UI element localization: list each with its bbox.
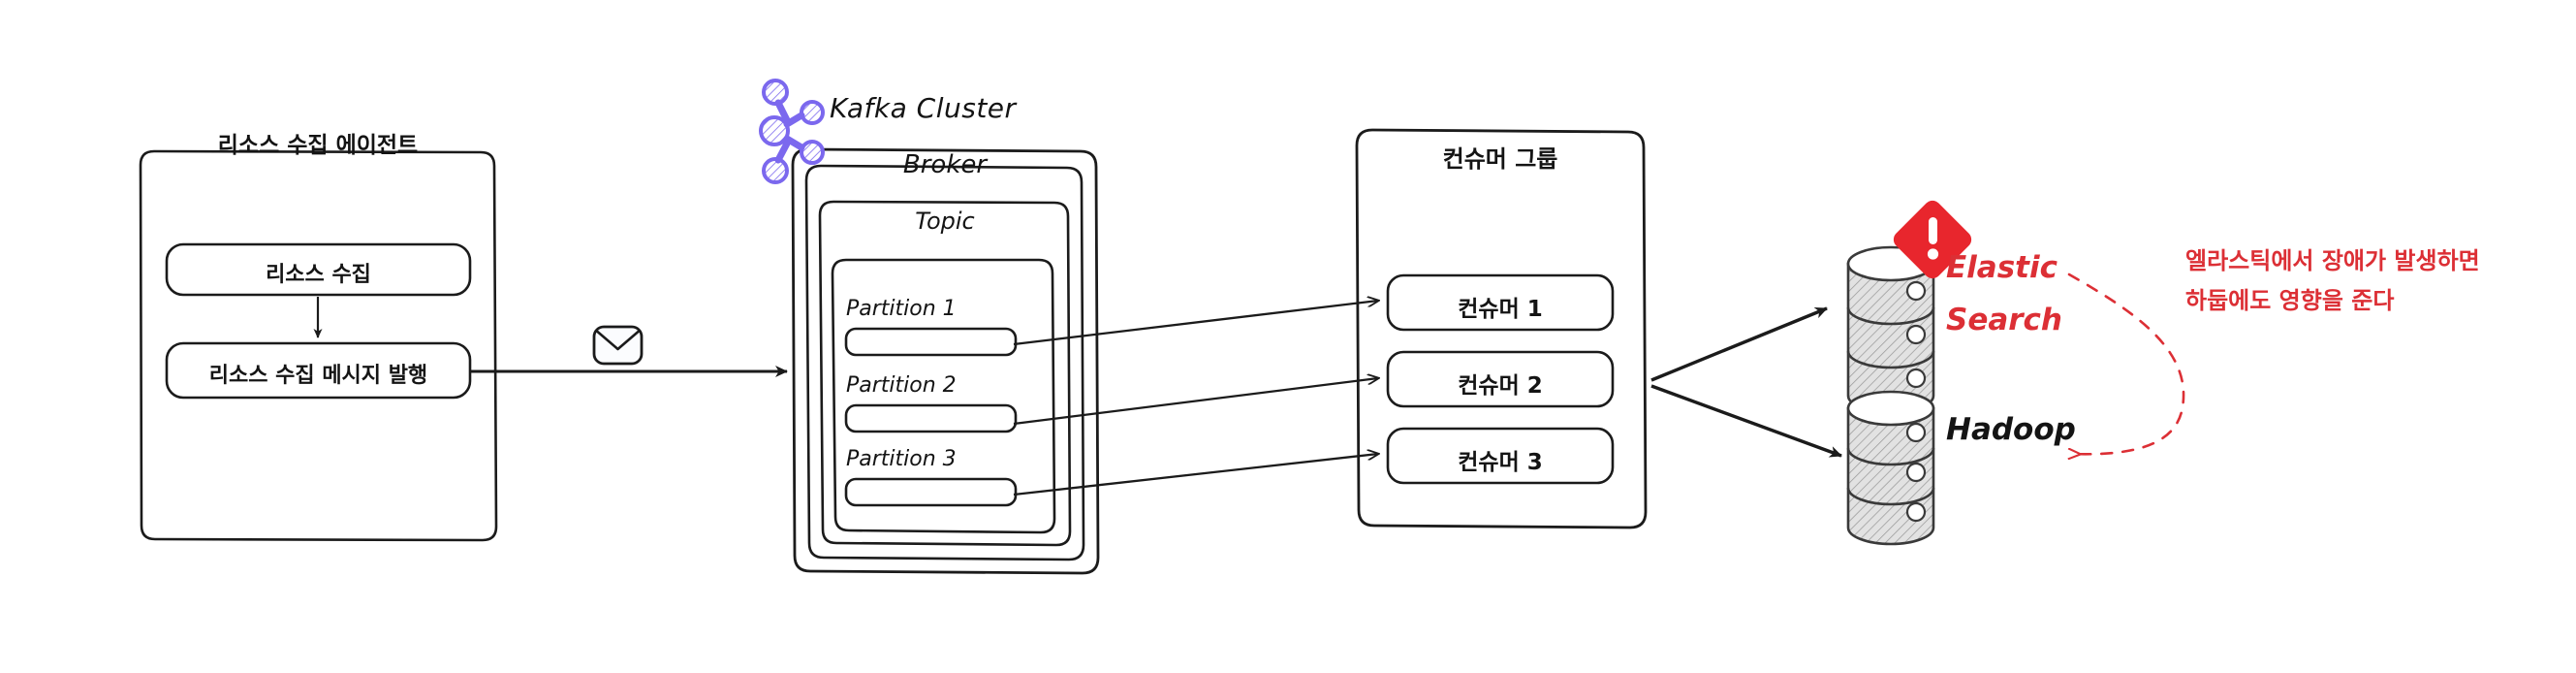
partition-2-slot xyxy=(844,403,1018,433)
annotation-line-1: 엘라스틱에서 장애가 발생하면 xyxy=(2185,247,2480,274)
agent-step-1-label: 리소스 수집 xyxy=(266,263,371,287)
kafka-logo-icon xyxy=(759,79,825,184)
agent-step-2-label: 리소스 수집 메시지 발행 xyxy=(208,364,428,388)
partition-2-label: Partition 2 xyxy=(846,373,957,398)
kafka-partitions-wrapper-box xyxy=(831,258,1056,534)
consumer-1-box xyxy=(1386,273,1615,332)
consumer-2-box xyxy=(1386,350,1615,408)
kafka-broker-box xyxy=(804,164,1085,561)
annotation-line-2: 하둡에도 영향을 준다 xyxy=(2185,287,2395,314)
kafka-broker-label: Broker xyxy=(902,150,988,179)
partition-1-label: Partition 1 xyxy=(846,297,957,321)
elasticsearch-database-cylinder-icon xyxy=(1846,245,1935,414)
partition-1-to-consumer-1-line xyxy=(1013,301,1378,346)
consumer-1-label: 컨슈머 1 xyxy=(1458,297,1543,322)
elasticsearch-label-line1: Elastic xyxy=(1946,250,2058,285)
partition-1-slot xyxy=(844,327,1018,357)
agent-box xyxy=(139,149,498,542)
kafka-topic-label: Topic xyxy=(915,208,975,235)
partition-3-slot xyxy=(844,477,1018,507)
consumer-to-elasticsearch-arrow xyxy=(1650,306,1828,382)
partition-2-to-consumer-2-line xyxy=(1013,378,1378,426)
kafka-topic-box xyxy=(818,200,1072,547)
consumer-to-hadoop-arrow xyxy=(1650,384,1842,458)
consumer-3-box xyxy=(1386,427,1615,485)
consumer-2-label: 컨슈머 2 xyxy=(1458,373,1543,399)
partition-3-label: Partition 3 xyxy=(846,447,957,471)
red-dashed-arrow xyxy=(2069,272,2185,454)
kafka-cluster-label: Kafka Cluster xyxy=(830,92,1017,124)
partition-3-to-consumer-3-line xyxy=(1013,454,1378,497)
envelope-icon xyxy=(592,325,644,366)
hadoop-database-cylinder-icon xyxy=(1846,390,1935,546)
agent-step-1-box xyxy=(165,242,472,297)
consumer-group-title: 컨슈머 그룹 xyxy=(1442,145,1558,173)
agent-title: 리소스 수집 에이전트 xyxy=(217,133,419,158)
elasticsearch-label-line2: Search xyxy=(1946,303,2063,337)
consumer-group-box xyxy=(1355,128,1648,529)
hadoop-label: Hadoop xyxy=(1946,412,2076,447)
agent-step-2-box xyxy=(165,341,472,400)
warning-alert-icon xyxy=(1893,200,1972,279)
consumer-3-label: 컨슈머 3 xyxy=(1458,450,1543,475)
